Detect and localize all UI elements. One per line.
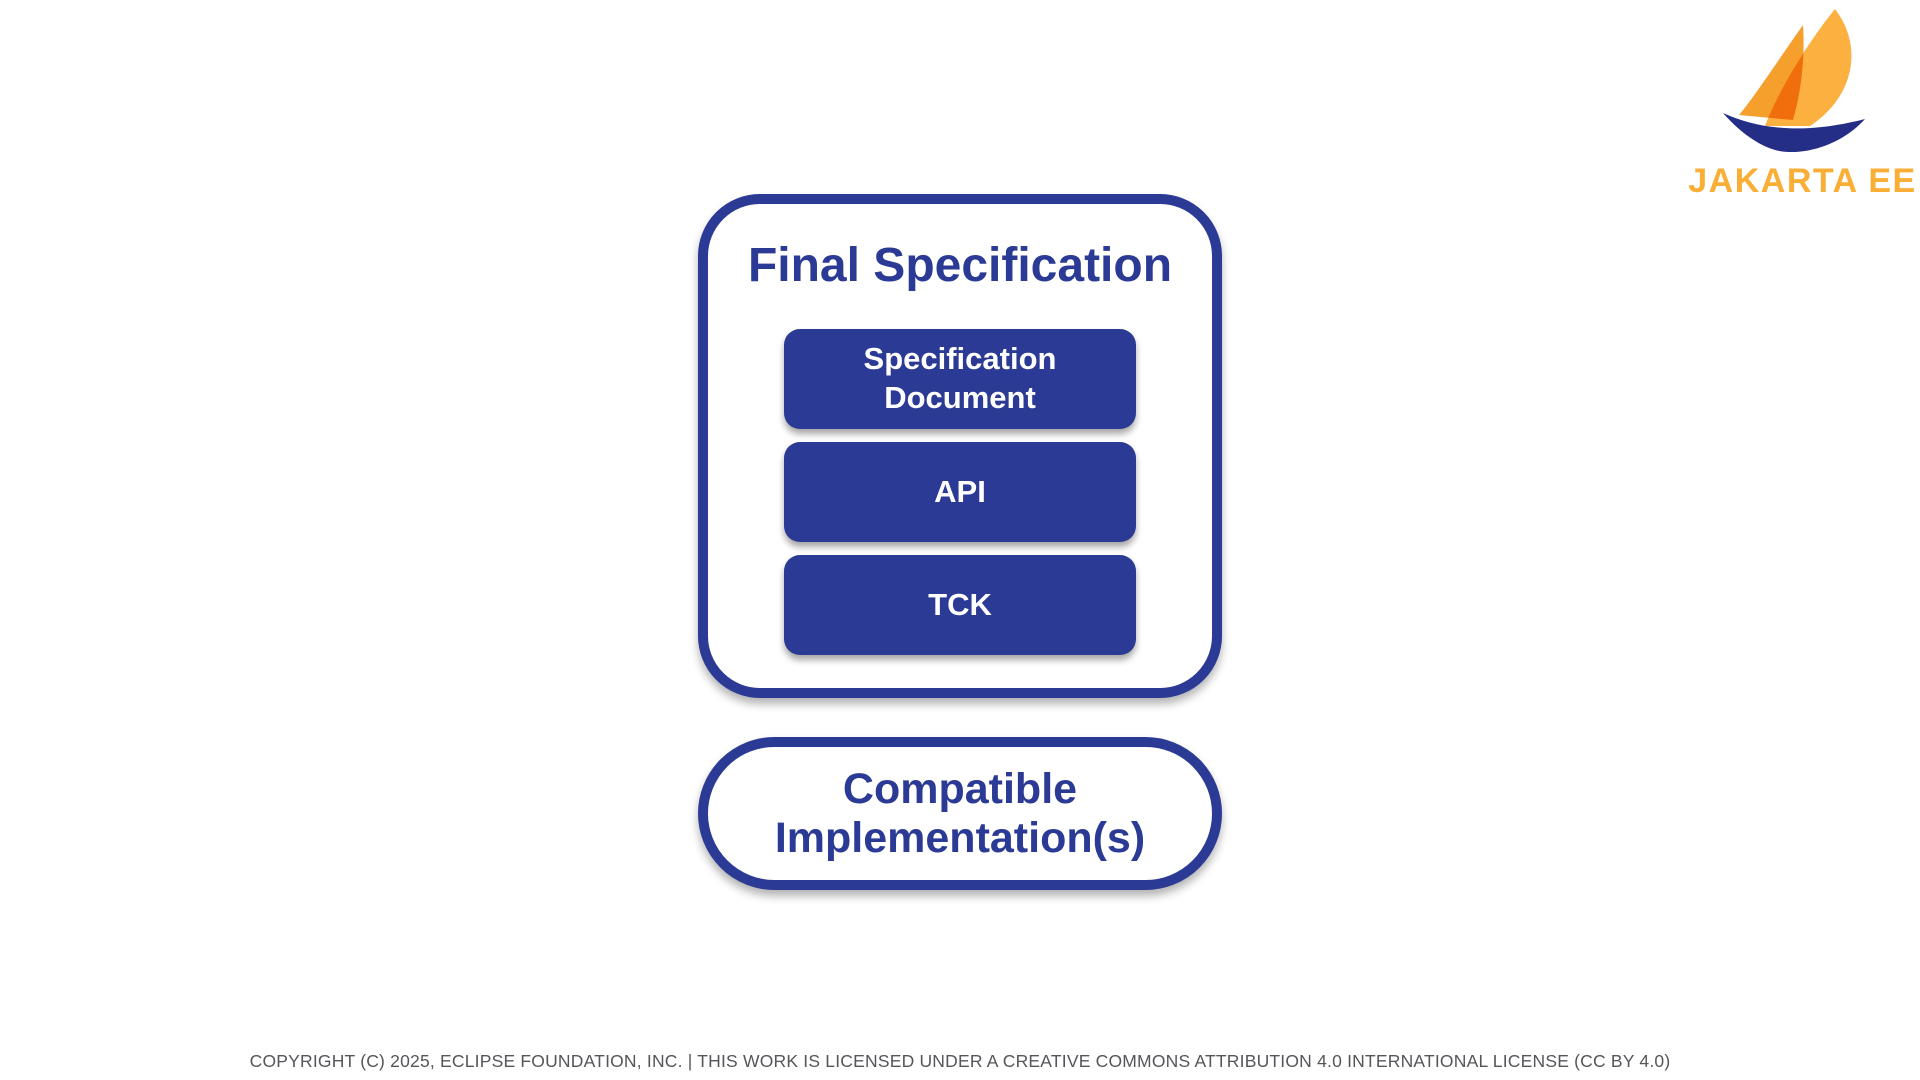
specification-document-box: Specification Document — [784, 329, 1136, 430]
jakarta-ee-sailboat-icon — [1722, 9, 1865, 153]
specification-items-stack: Specification Document API TCK — [784, 329, 1136, 656]
api-box: API — [784, 442, 1136, 543]
api-label: API — [934, 473, 986, 509]
final-specification-container: Final Specification Specification Docume… — [698, 194, 1222, 698]
specification-document-label: Specification Document — [863, 341, 1057, 416]
tck-label: TCK — [928, 586, 992, 622]
hull-shape — [1722, 113, 1865, 153]
sail-left-shape — [1738, 25, 1804, 120]
compatible-implementations-label: Compatible Implementation(s) — [774, 765, 1146, 862]
copyright-footer: COPYRIGHT (C) 2025, ECLIPSE FOUNDATION, … — [249, 1051, 1671, 1071]
jakarta-ee-logo: JAKARTA EE — [1688, 6, 1915, 201]
tck-box: TCK — [784, 555, 1136, 656]
final-specification-title: Final Specification — [747, 239, 1173, 292]
compatible-implementations-pill: Compatible Implementation(s) — [698, 737, 1222, 890]
jakarta-ee-wordmark: JAKARTA EE — [1688, 162, 1917, 200]
